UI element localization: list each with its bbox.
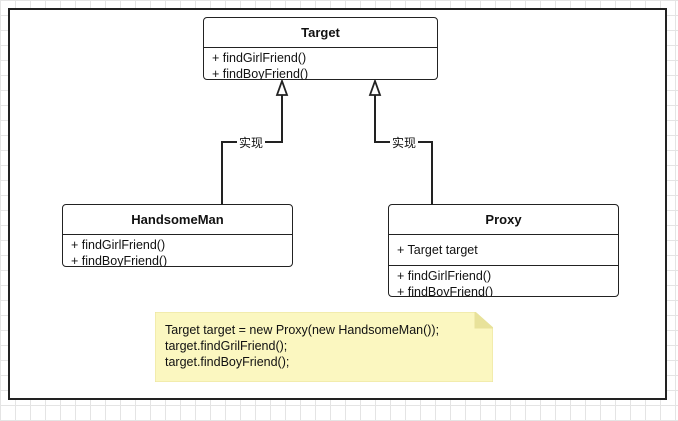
class-proxy[interactable]: Proxy + Target target + findGirlFriend()… (388, 204, 619, 297)
note-shape (155, 312, 493, 382)
relation-label-right: 实现 (390, 135, 419, 151)
realization-arrowhead-left (275, 78, 289, 96)
attribute-row: + Target target (397, 243, 478, 257)
method-row: + findBoyFriend() (212, 67, 309, 80)
method-row: + findBoyFriend() (71, 254, 168, 267)
method-row: + findGirlFriend() (397, 269, 492, 283)
realization-arrowhead-right (368, 78, 382, 96)
class-proxy-title: Proxy (389, 205, 618, 235)
class-target-methods: + findGirlFriend() + findBoyFriend() (204, 48, 437, 80)
relation-label-left: 实现 (237, 135, 266, 151)
note-line: Target target = new Proxy(new HandsomeMa… (165, 323, 440, 337)
note-text: Target target = new Proxy(new HandsomeMa… (165, 322, 439, 370)
class-proxy-methods: + findGirlFriend() + findBoyFriend() (389, 265, 618, 297)
note-line: target.findGrilFriend(); (165, 339, 288, 353)
class-target[interactable]: Target + findGirlFriend() + findBoyFrien… (203, 17, 438, 80)
method-row: + findBoyFriend() (397, 285, 494, 297)
code-note[interactable]: Target target = new Proxy(new HandsomeMa… (155, 312, 493, 382)
class-handsome-man-methods: + findGirlFriend() + findBoyFriend() (63, 235, 292, 267)
method-row: + findGirlFriend() (71, 238, 166, 252)
class-handsome-man[interactable]: HandsomeMan + findGirlFriend() + findBoy… (62, 204, 293, 267)
class-handsome-man-title: HandsomeMan (63, 205, 292, 235)
class-proxy-attributes: + Target target (389, 235, 618, 265)
method-row: + findGirlFriend() (212, 51, 307, 65)
note-line: target.findBoyFriend(); (165, 355, 290, 369)
class-target-title: Target (204, 18, 437, 48)
